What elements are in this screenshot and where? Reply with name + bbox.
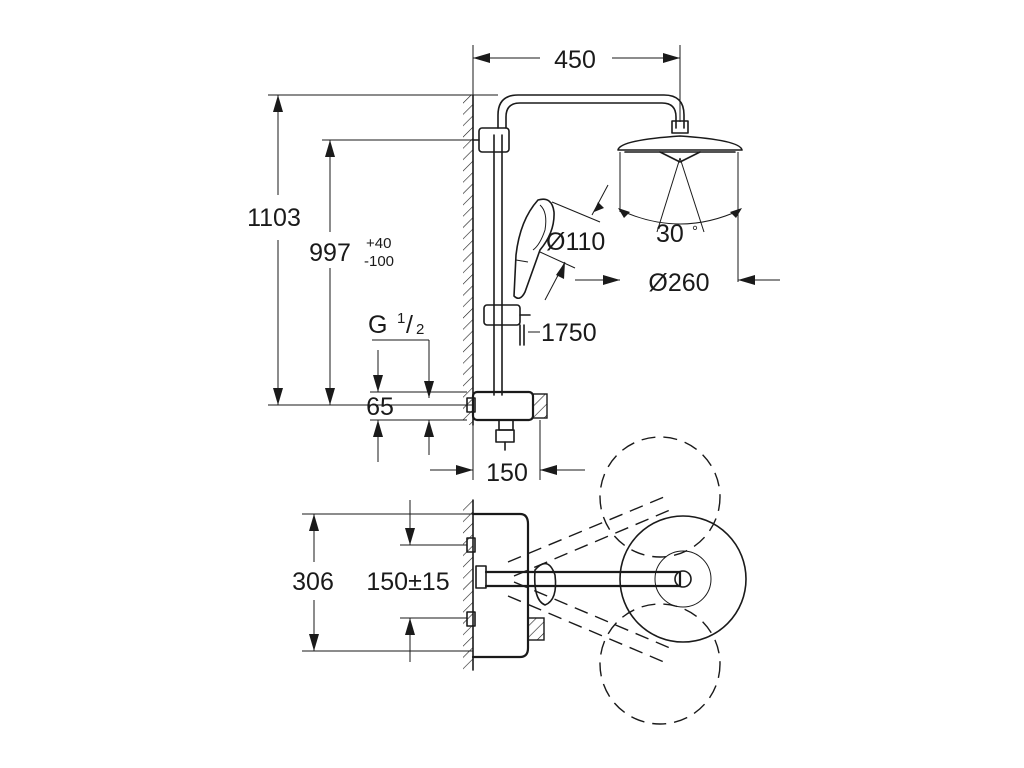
dim-997-tol-minus: -100: [364, 253, 394, 270]
dim-1750-label: 1750: [541, 319, 597, 347]
thread-numerator: 1: [397, 310, 405, 327]
dim-30-unit: °: [692, 223, 698, 240]
dimension-handshower-dia: Ø110: [539, 184, 609, 301]
dim-997-label: 997: [309, 239, 351, 267]
dimension-spray-angle: 30 °: [656, 220, 698, 248]
elevation-view: 450 1103 997 +40 -100 G 1 /: [247, 45, 780, 487]
dim-150-15-label: 150±15: [366, 568, 449, 596]
head-shower-side: [617, 120, 743, 282]
wall-elevation: [463, 94, 474, 426]
dimension-306: 306: [292, 513, 473, 652]
dimension-997: 997 +40 -100: [309, 139, 479, 405]
wall-plan: [463, 499, 474, 671]
dimension-150-15: 150±15: [366, 500, 467, 662]
thread-denominator: 2: [416, 321, 424, 338]
thread-callout: G 1 / 2: [368, 310, 434, 398]
dim-150-label: 150: [486, 459, 528, 487]
dim-306-label: 306: [292, 568, 334, 596]
dim-260-label: Ø260: [648, 269, 709, 297]
dimension-1103: 1103: [247, 94, 498, 406]
dim-30-label: 30: [656, 220, 684, 248]
dimension-head-dia: Ø260: [575, 269, 780, 297]
hand-shower-side: [483, 198, 555, 346]
dimension-450: 450: [472, 45, 681, 122]
swivel-positions: [507, 436, 721, 725]
dim-997-tol-plus: +40: [366, 235, 391, 252]
head-shower-top: [619, 515, 747, 643]
dim-1103-label: 1103: [247, 204, 301, 232]
plan-view: 306 150±15: [292, 436, 747, 725]
shower-arm-top: [484, 562, 692, 606]
thermostat-side: [466, 390, 548, 451]
thread-label-main: G: [368, 311, 387, 339]
dimension-65: 65: [366, 350, 467, 462]
dimension-150: 150: [430, 420, 585, 487]
dimension-hose: 1750: [528, 319, 597, 347]
dim-65-label: 65: [366, 393, 394, 421]
dim-450-label: 450: [554, 46, 596, 74]
thread-separator: /: [406, 311, 413, 339]
dim-110-label: Ø110: [546, 228, 605, 256]
